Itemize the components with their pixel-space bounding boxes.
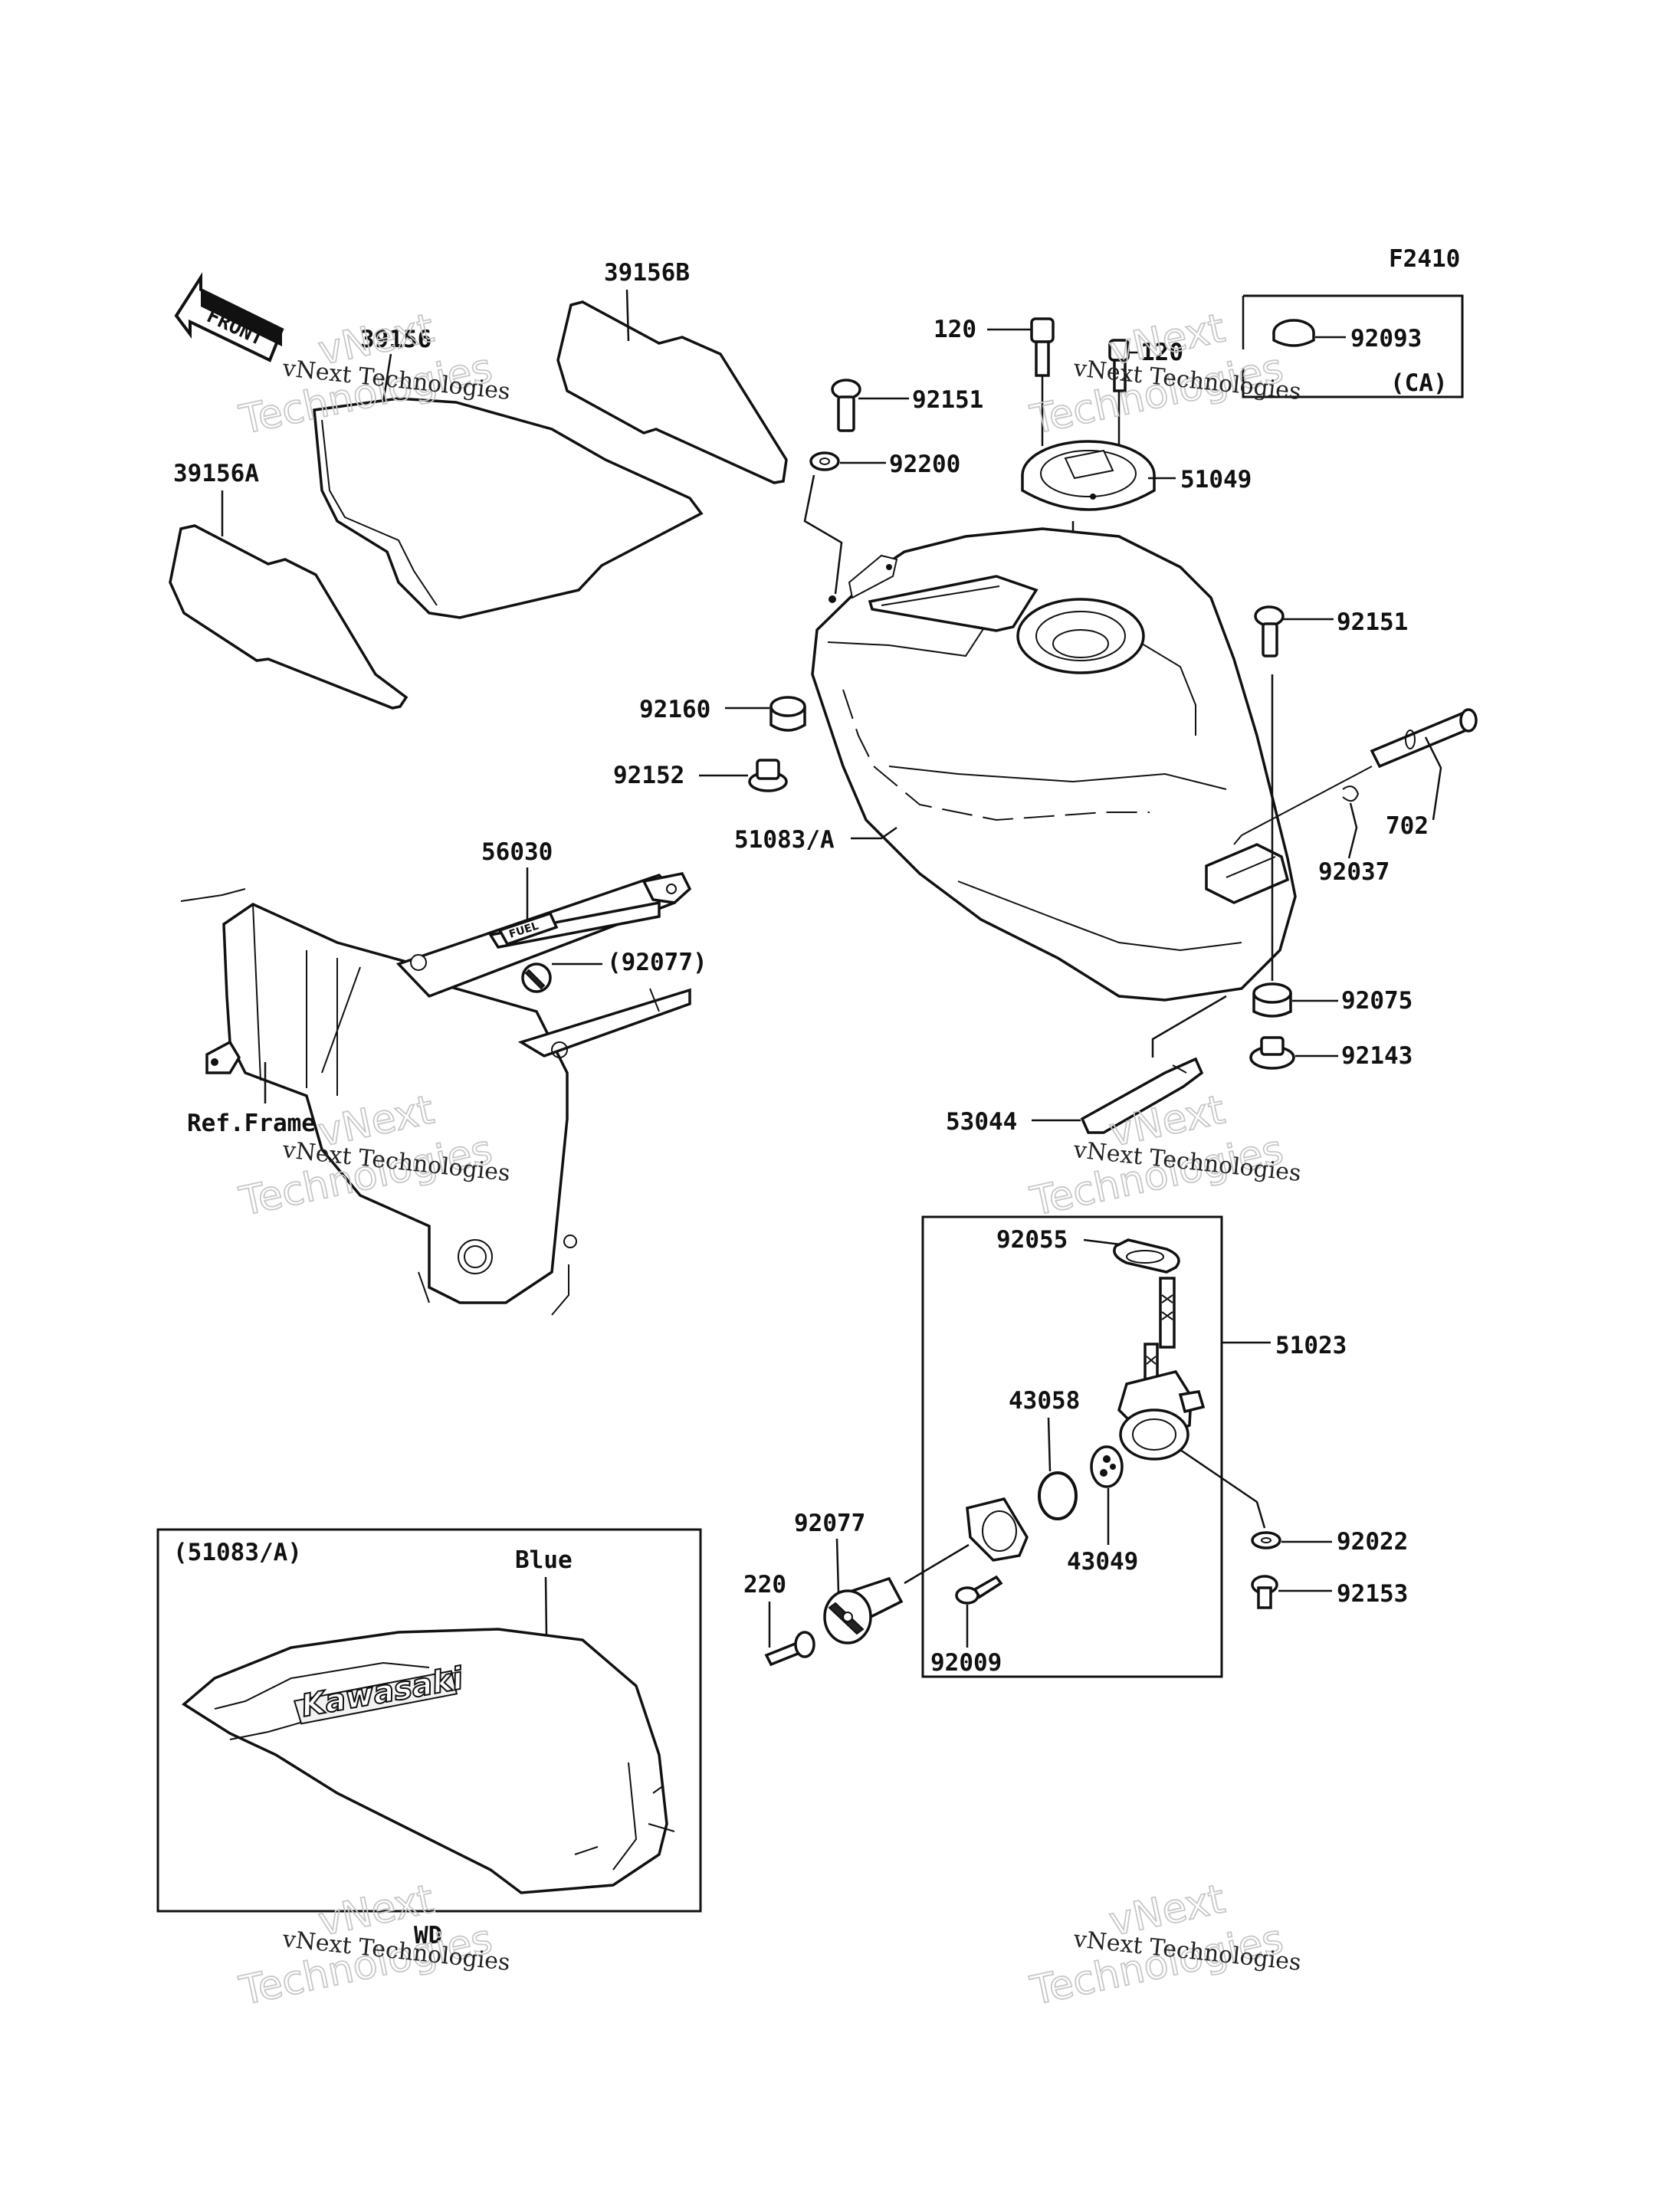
label-39156a: 39156A (173, 460, 259, 487)
inset-region: WD (414, 1922, 442, 1949)
damper-92075: 92075 (1252, 982, 1413, 1018)
label-120-b: 120 (1140, 339, 1183, 366)
label-51023: 51023 (1275, 1332, 1347, 1359)
oring-43058: 43058 (1009, 1387, 1080, 1520)
watermark-2: vNext Technologies vNext Technologies (1025, 305, 1302, 444)
label-92009: 92009 (930, 1649, 1002, 1677)
fuel-cap-51049: 51049 (1021, 440, 1252, 605)
bolt-92153: 92153 (1251, 1575, 1408, 1609)
label-702: 702 (1386, 812, 1429, 840)
seal-39156: 39156 (313, 326, 704, 619)
label-92151-a: 92151 (912, 386, 983, 414)
bolt-120-b: 120 (1108, 339, 1183, 448)
watermark-4: vNext Technologies vNext Technologies (1025, 1087, 1302, 1226)
label-92037: 92037 (1318, 858, 1390, 886)
hose-702: 702 (1233, 708, 1478, 845)
label-ca: (CA) (1390, 369, 1448, 397)
damper-92160: 92160 (639, 696, 806, 732)
label-51083: 51083/A (734, 826, 835, 854)
label-220: 220 (743, 1571, 786, 1599)
label-39156b: 39156B (604, 259, 690, 287)
label-92160: 92160 (639, 696, 710, 723)
label-92022: 92022 (1337, 1528, 1408, 1556)
band-53044: 53044 (946, 995, 1227, 1136)
lever-housing (904, 1497, 1029, 1585)
label-92075: 92075 (1341, 987, 1413, 1015)
washer-92022: 92022 (1251, 1528, 1408, 1556)
collar-92143: 92143 (1249, 1036, 1413, 1070)
label-92055: 92055 (996, 1226, 1068, 1254)
fuel-tap-body (1117, 1277, 1266, 1529)
gasket-43049: 43049 (1067, 1445, 1138, 1576)
ca-box: 92093 (CA) (1242, 294, 1464, 398)
label-92093: 92093 (1350, 325, 1422, 353)
label-53044: 53044 (946, 1108, 1017, 1136)
decal-56030: FUEL 56030 (481, 838, 559, 946)
clip-92037: 92037 (1318, 785, 1390, 886)
bolt-92151-b: 92151 (1254, 605, 1408, 981)
washer-92200: 92200 (803, 451, 960, 595)
fuel-tap-box-51023: 51023 (921, 1215, 1347, 1678)
label-92151-b: 92151 (1337, 608, 1408, 636)
inset-title: (51083/A) (173, 1539, 302, 1566)
seal-39156b: 39156B (556, 259, 788, 484)
label-56030: 56030 (481, 838, 553, 866)
label-51049: 51049 (1180, 466, 1252, 494)
front-arrow-icon: FRONT (174, 272, 284, 362)
screw-92009: 92009 (930, 1575, 1003, 1677)
label-92152: 92152 (613, 762, 684, 789)
label-ref-frame: Ref.Frame (187, 1110, 316, 1137)
collar-92152: 92152 (613, 759, 788, 792)
label-43058: 43058 (1009, 1387, 1080, 1415)
screw-220: 220 (743, 1571, 815, 1667)
label-92153: 92153 (1337, 1580, 1408, 1608)
bolt-120-a: 120 (934, 316, 1055, 446)
watermark-5: vNext Technologies vNext Technologies (235, 1876, 511, 2015)
gasket-92055: 92055 (996, 1226, 1180, 1274)
seal-39156a: 39156A (169, 460, 409, 710)
fuel-tap-knob-92077-ref: (92077) (521, 949, 707, 993)
inset-color-label: Blue (515, 1546, 573, 1574)
fuel-tank-51083: 51083/A (734, 527, 1297, 1002)
label-92077-ref: (92077) (607, 949, 707, 976)
watermark-6: vNext Technologies vNext Technologies (1025, 1876, 1302, 2015)
figure-id: F2410 (1389, 245, 1460, 273)
knob-92077: 92077 (794, 1510, 904, 1644)
frame-ref: Ref.Frame (180, 872, 692, 1316)
label-39156: 39156 (360, 326, 431, 353)
label-120-a: 120 (934, 316, 976, 343)
label-92143: 92143 (1341, 1042, 1413, 1070)
inset-51083-variant: (51083/A) Blue Kawasaki WD (156, 1528, 702, 1949)
label-92077: 92077 (794, 1510, 865, 1537)
label-43049: 43049 (1067, 1548, 1138, 1576)
bolt-92151-a: 92151 (831, 379, 983, 432)
label-92200: 92200 (889, 451, 960, 478)
